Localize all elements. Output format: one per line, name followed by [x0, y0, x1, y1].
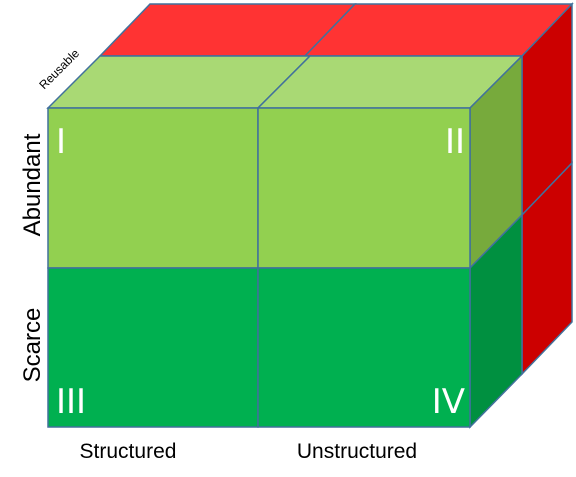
quadrant-II-label: II — [445, 122, 465, 162]
quadrant-I-label: I — [56, 122, 66, 162]
quadrant-IV-label: IV — [432, 382, 465, 422]
abundant-axis-label: Abundant — [19, 133, 46, 236]
unstructured-axis-label: Unstructured — [297, 440, 417, 463]
quadrant-II — [257, 107, 471, 269]
structured-axis-label: Structured — [80, 440, 177, 463]
green-layer — [46, 54, 524, 429]
quadrant-IV — [257, 267, 471, 428]
scarce-axis-label: Scarce — [19, 308, 46, 383]
quadrant-III — [47, 267, 259, 428]
quadrant-III-label: III — [56, 382, 86, 422]
quadrant-I — [47, 107, 259, 269]
